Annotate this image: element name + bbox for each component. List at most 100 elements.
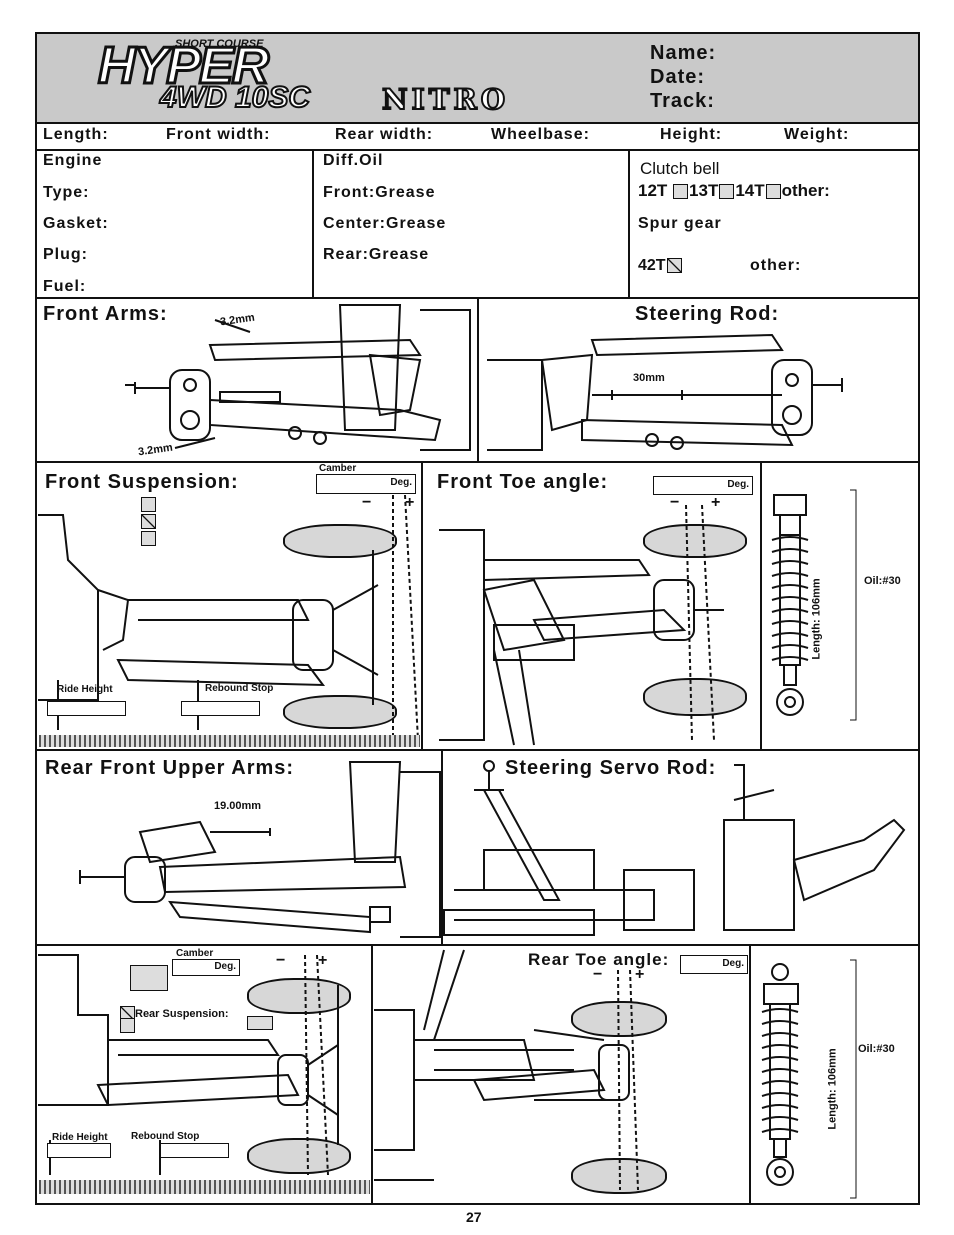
rear-shock-oil-label: Oil:#30 xyxy=(858,1043,895,1055)
rear-shock-length-bracket xyxy=(850,959,857,1199)
clutch-other-label: other: xyxy=(781,181,830,200)
front-toe-deg-label: Deg. xyxy=(727,479,749,490)
rear-ride-height-label: Ride Height xyxy=(52,1132,108,1143)
rear-shock-drawing xyxy=(761,963,799,1186)
rear-camber-input[interactable]: Deg. xyxy=(172,959,240,976)
front-camber-plus-icon: + xyxy=(405,494,415,511)
front-arms-title: Front Arms: xyxy=(43,303,168,325)
diff-center-field[interactable]: Center:Grease xyxy=(323,215,447,232)
front-shock-drawing xyxy=(771,494,809,716)
front-camber-input[interactable]: Deg. xyxy=(316,474,416,494)
steering-rod-title: Steering Rod: xyxy=(635,303,780,325)
engine-title: Engine xyxy=(43,152,103,169)
diff-front-field[interactable]: Front:Grease xyxy=(323,184,436,201)
clutch-bell-title: Clutch bell xyxy=(640,159,720,178)
weight-field[interactable]: Weight: xyxy=(784,126,850,143)
front-susp-option-2-checkbox[interactable] xyxy=(141,514,156,529)
rear-susp-grid-icon xyxy=(247,1016,273,1030)
track-field[interactable]: Track: xyxy=(650,90,715,112)
spur-42t-checkbox[interactable] xyxy=(666,258,682,274)
diff-rear-field[interactable]: Rear:Grease xyxy=(323,246,430,263)
rear-camber-label: Camber xyxy=(176,948,214,959)
steering-rod-drawing xyxy=(487,333,843,451)
header-band xyxy=(37,34,918,122)
front-camber-deg-label: Deg. xyxy=(390,477,412,488)
logo-series: SHORT COURSE xyxy=(175,38,264,50)
page-number: 27 xyxy=(466,1209,482,1225)
rear-upper-arms-drawing xyxy=(79,761,441,938)
name-field[interactable]: Name: xyxy=(650,42,717,64)
rear-rebound-stop-input[interactable] xyxy=(160,1143,229,1158)
rear-toe-input[interactable]: Deg. xyxy=(680,955,748,974)
clutch-12t-checkbox[interactable] xyxy=(673,184,689,200)
engine-fuel-field[interactable]: Fuel: xyxy=(43,278,87,295)
steering-rod-dim: 30mm xyxy=(633,372,665,384)
rear-upper-arms-dim: 19.00mm xyxy=(214,800,262,812)
front-toe-plus-icon: + xyxy=(711,494,721,511)
front-rebound-stop-label: Rebound Stop xyxy=(205,683,274,694)
length-field[interactable]: Length: xyxy=(43,126,109,143)
front-toe-drawing xyxy=(439,504,724,746)
rear-rebound-stop-label: Rebound Stop xyxy=(131,1131,200,1142)
rear-toe-deg-label: Deg. xyxy=(722,958,744,969)
rear-toe-drawing xyxy=(374,949,639,1191)
steering-servo-rod-title: Steering Servo Rod: xyxy=(505,757,717,779)
clutch-bell-options: 12T 13T 14T other: xyxy=(638,181,830,201)
front-camber-minus-icon: − xyxy=(362,494,372,511)
wheelbase-field[interactable]: Wheelbase: xyxy=(491,126,590,143)
logo-name: HYPER xyxy=(96,37,270,95)
rear-suspension-drawing xyxy=(38,954,339,1176)
logo-model: 4WD 10SC xyxy=(159,81,311,115)
rear-ride-height-input[interactable] xyxy=(47,1143,111,1158)
spur-other-field[interactable]: other: xyxy=(750,257,802,274)
rear-camber-deg-label: Deg. xyxy=(214,961,236,972)
front-susp-option-3-checkbox[interactable] xyxy=(141,531,156,546)
front-toe-tire-top xyxy=(643,524,747,558)
rear-camber-grid-icon xyxy=(130,965,168,991)
rear-toe-title: Rear Toe angle: xyxy=(528,950,670,969)
logo-variant: NITRO xyxy=(381,83,510,116)
spur-42t-option: 42T xyxy=(638,257,683,275)
rear-susp-tire-bottom xyxy=(247,1138,351,1174)
height-field[interactable]: Height: xyxy=(660,126,723,143)
front-shock-length-label: Length: 106mm xyxy=(810,578,823,660)
rear-ground-texture xyxy=(39,1180,370,1194)
front-shock-length-bracket xyxy=(850,489,857,721)
front-rebound-stop-input[interactable] xyxy=(181,701,260,716)
setup-sheet-frame xyxy=(35,32,920,1205)
rear-upper-arms-title: Rear Front Upper Arms: xyxy=(45,757,295,779)
spur-gear-title: Spur gear xyxy=(638,215,722,232)
rear-camber-plus-icon: + xyxy=(318,952,328,969)
front-toe-title: Front Toe angle: xyxy=(437,471,609,493)
clutch-14t-label: 14T xyxy=(735,181,765,200)
rear-camber-minus-icon: − xyxy=(276,952,286,969)
front-ride-height-label: Ride Height xyxy=(57,684,113,695)
engine-plug-field[interactable]: Plug: xyxy=(43,246,88,263)
front-susp-tire-top xyxy=(283,524,397,558)
spur-42t-label: 42T xyxy=(638,257,666,274)
date-field[interactable]: Date: xyxy=(650,66,706,88)
rear-shock-length-label: Length: 106mm xyxy=(826,1048,839,1130)
rear-width-field[interactable]: Rear width: xyxy=(335,126,434,143)
front-susp-option-1-checkbox[interactable] xyxy=(141,497,156,512)
engine-gasket-field[interactable]: Gasket: xyxy=(43,215,109,232)
diff-oil-title: Diff.Oil xyxy=(323,152,384,169)
rear-toe-minus-icon: − xyxy=(593,966,603,983)
front-shock-oil-label: Oil:#30 xyxy=(864,575,901,587)
front-width-field[interactable]: Front width: xyxy=(166,126,271,143)
clutch-12t-label: 12T xyxy=(638,181,668,200)
rear-toe-plus-icon: + xyxy=(635,966,645,983)
front-ride-height-input[interactable] xyxy=(47,701,126,716)
clutch-14t-checkbox[interactable] xyxy=(765,184,781,200)
front-toe-tire-bottom xyxy=(643,678,747,716)
clutch-13t-label: 13T xyxy=(689,181,719,200)
front-arms-drawing xyxy=(125,304,471,451)
clutch-13t-checkbox[interactable] xyxy=(719,184,735,200)
front-ground-texture xyxy=(39,735,420,747)
rear-susp-tire-top xyxy=(247,978,351,1014)
front-toe-input[interactable]: Deg. xyxy=(653,476,753,495)
front-susp-tire-bottom xyxy=(283,695,397,729)
rear-susp-option-2-checkbox[interactable] xyxy=(120,1018,135,1033)
engine-type-field[interactable]: Type: xyxy=(43,184,90,201)
rear-suspension-title: Rear Suspension: xyxy=(135,1008,229,1020)
